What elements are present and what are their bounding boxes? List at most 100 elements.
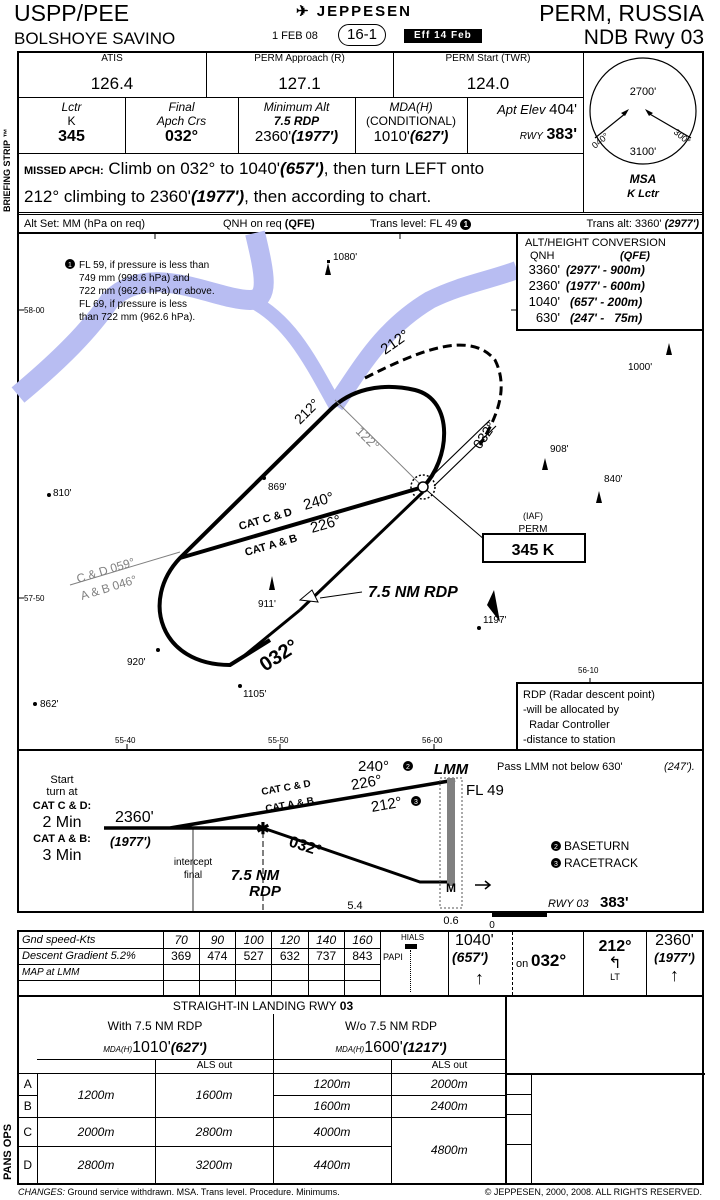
circling-empty [507, 1073, 705, 1183]
river [246, 293, 342, 409]
rwy-label: RWY [519, 131, 543, 142]
without-rdp-label: W/o 7.5 NM RDP [344, 1019, 437, 1033]
profile-distance: 5.4 [347, 900, 362, 912]
plan-view: 212° 212° 032° 122° CAT C & D 240° CAT A… [11, 230, 704, 751]
spot-height: 1000' [628, 362, 652, 373]
visibility: 2800m [36, 1146, 156, 1183]
descent-rate: 843 [343, 947, 382, 965]
airport-icao: USPP/PEE [14, 0, 130, 26]
empty-col [507, 1075, 532, 1183]
visibility: 1600m [154, 1073, 274, 1118]
mm-marker: M [446, 881, 456, 895]
missed-approach-track [364, 343, 503, 446]
effective-date: Eff 14 Feb [404, 29, 482, 43]
visibility: 2000m [390, 1073, 507, 1096]
mda-label: MDA(H) [335, 1045, 365, 1054]
landing-title-text: STRAIGHT-IN LANDING RWY [172, 999, 337, 1013]
crs-label: Final [168, 100, 195, 114]
conversion-qfe-value: (657' - 200m) [570, 295, 642, 309]
procedure-title: NDB Rwy 03 [583, 26, 704, 49]
category: A [19, 1073, 38, 1096]
conversion-qfe-value: (1977' - 600m) [566, 279, 645, 293]
min-alt-height: (1977') [291, 128, 339, 145]
als-out-header: ALS out [155, 1059, 273, 1073]
conversion-qfe: (QFE) [620, 250, 650, 262]
changes-text: Ground service withdrawn. MSA. Trans lev… [67, 1187, 340, 1197]
lctr-ident: K [67, 114, 76, 128]
lighting-cell: HIALS PAPI [381, 932, 449, 995]
spot-dot [477, 626, 481, 630]
missed-height: (1977') [190, 187, 245, 206]
straight-in-section: STRAIGHT-IN LANDING RWY 03 With 7.5 NM R… [19, 997, 507, 1183]
msa-label: MSA [630, 172, 657, 186]
final-altitude: 2360' [655, 932, 694, 949]
conversion-box [516, 232, 704, 331]
ground-speed: 70 [162, 932, 200, 949]
jeppesen-logo: ✈ JEPPESEN [296, 4, 412, 20]
profile-final-course: 032° [287, 834, 324, 860]
conversion-qnh: QNH [530, 250, 555, 262]
conversion-qnh-value: 3360' [529, 262, 560, 277]
latitude-label: 57-50 [24, 594, 45, 603]
turn-cell: 212° ↰ LT [584, 932, 647, 995]
visibility: 2800m [154, 1116, 274, 1148]
racetrack-legend: RACETRACK [564, 856, 638, 870]
brand-name: JEPPESEN [316, 3, 412, 20]
freq-label: PERM Start (TWR) [445, 53, 531, 64]
rdp-note-box [516, 682, 704, 751]
crs-label: Apch Crs [156, 114, 207, 128]
min-alt-label: Minimum Alt [263, 100, 330, 114]
changes-label: CHANGES: [18, 1187, 66, 1197]
with-rdp-label: With 7.5 NM RDP [107, 1019, 203, 1033]
mda-value: 1600' [364, 1039, 403, 1056]
obstacle-icon [325, 260, 331, 275]
descent-rate: 369 [162, 947, 200, 965]
turn-heading: 212° [598, 938, 632, 955]
ground-speed: 160 [343, 932, 382, 949]
msa-sector-line [594, 112, 627, 139]
freq-label: ATIS [101, 53, 123, 64]
mda-without: MDA(H)1600'(1217') [275, 1037, 507, 1060]
graticule: 58-00 57-50 55-40 55-50 56-00 56-10 [18, 233, 611, 750]
chart-date: 1 FEB 08 [272, 30, 318, 42]
descent-rate: 632 [271, 947, 309, 965]
hials-label: HIALS [401, 933, 425, 942]
river [11, 230, 274, 403]
logo-icon: ✈ [296, 3, 317, 20]
lmm-cone [447, 778, 455, 886]
missed-text: , then turn LEFT onto [323, 159, 485, 178]
msa-sector-line [647, 112, 692, 139]
spot-height: 911' [258, 599, 276, 610]
profile-turn-at: turn at [46, 786, 77, 798]
visibility: 4400m [272, 1146, 392, 1183]
obstacle-icon [596, 491, 602, 503]
rdp-fix-icon: ✱ [256, 821, 269, 838]
profile-racetrack-course: 212° [370, 794, 404, 816]
rdp-triangle-icon [298, 589, 319, 603]
missed-text: Climb on 032° to 1040' [108, 159, 281, 178]
conversion-qnh-value: 630' [536, 310, 560, 325]
als-out-header: ALS out [391, 1059, 507, 1073]
note-badge [551, 841, 561, 851]
ground-speed: 120 [271, 932, 309, 949]
conversion-qnh-value: 1040' [529, 294, 560, 309]
alt-set-row: Alt Set: MM (hPa on req) QNH on req (QFE… [18, 214, 703, 233]
missed-climb-track [427, 419, 497, 487]
note-line: FL 59, if pressure is less than [79, 260, 209, 271]
longitude-label: 56-10 [578, 666, 599, 675]
ndb-center [417, 481, 429, 493]
msa-box: 2700' 3100' 040° 300° MSA K Lctr [583, 53, 703, 213]
note-number-badge: 1 [460, 219, 472, 230]
radial-line [334, 399, 424, 488]
entry-line [69, 551, 181, 586]
outbound-ab-label: 226° [308, 512, 343, 537]
iaf-frequency: 345 K [512, 542, 555, 559]
ground-speed: 100 [234, 932, 273, 949]
iaf-frame [482, 533, 586, 563]
spot-dot [156, 648, 160, 652]
obstacle-icon [666, 343, 672, 355]
rdp-note-line: -distance to station [523, 734, 615, 746]
